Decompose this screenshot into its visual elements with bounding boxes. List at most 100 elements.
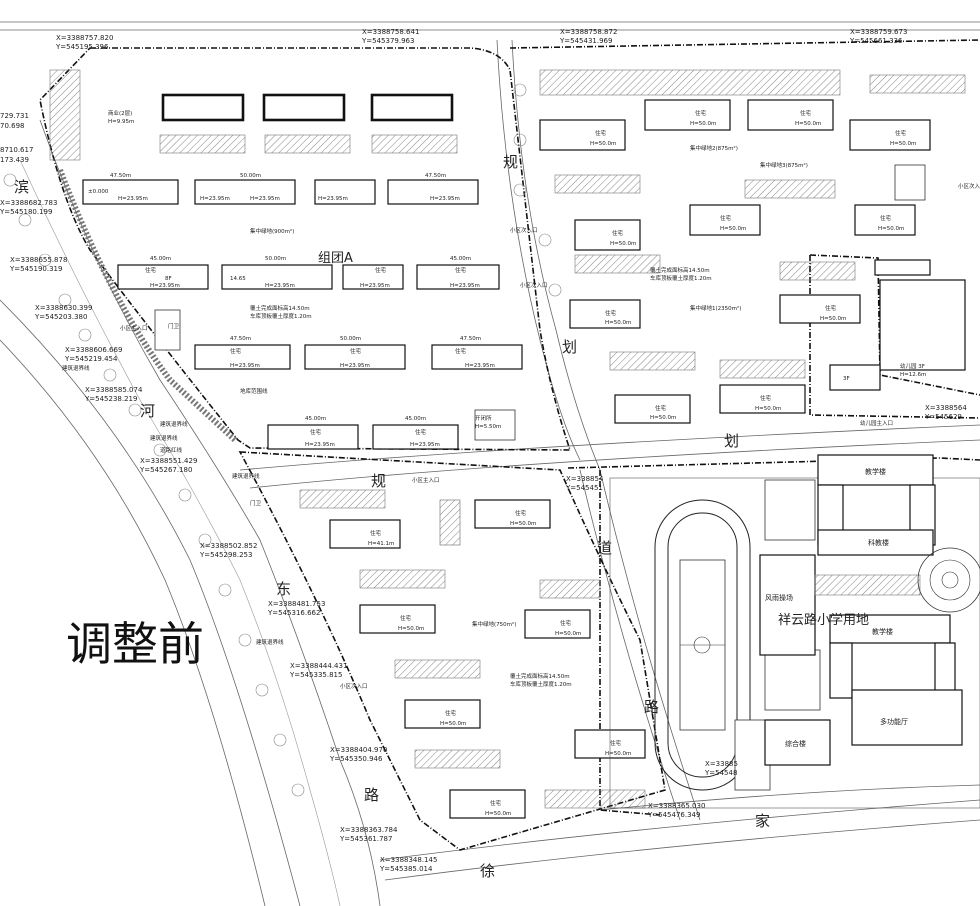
page-title: 调整前 [66, 617, 204, 671]
building-label: 50.00m [240, 173, 261, 179]
road-name: 道 [597, 539, 612, 557]
building-label: 住宅 [610, 739, 622, 747]
coord: Y=545316.662 [267, 609, 320, 617]
label: 建筑退界线 [150, 434, 178, 442]
label: 覆土完成面标高14.50m [250, 304, 310, 312]
coord: X=33885 [705, 760, 738, 768]
coord: Y=545379.963 [361, 37, 414, 45]
road-name: 规 [371, 472, 386, 490]
building-label: 住宅 [560, 619, 572, 627]
building-label: 47.50m [230, 336, 251, 342]
label: 风雨操场 [765, 593, 793, 602]
building-label: H=23.95m [305, 442, 335, 448]
coord: X=3388606.669 [65, 346, 122, 354]
label: 建筑退界线 [62, 364, 90, 372]
coord: X=3388630.399 [35, 304, 92, 312]
label: 教学楼 [865, 467, 886, 476]
building-label: H=23.95m [200, 196, 230, 202]
building-label: H=50.0m [485, 811, 511, 817]
coord: Y=545431.969 [559, 37, 612, 45]
building-label: H=23.95m [410, 442, 440, 448]
road-name: 划 [562, 338, 577, 356]
label: 覆土完成面标高14.50m [650, 266, 710, 274]
building-label: 45.00m [405, 416, 426, 422]
label: 集中绿地(900m²) [250, 227, 294, 235]
coord: Y=545238.219 [84, 395, 137, 403]
road-name: 徐 [480, 862, 495, 880]
coord: X=3388759.673 [850, 28, 907, 36]
building-label: H=50.0m [605, 320, 631, 326]
road-name: 路 [644, 698, 659, 716]
building-label: H=50.0m [820, 316, 846, 322]
coord: Y=545629 [924, 413, 962, 421]
building-label: 住宅 [825, 304, 837, 312]
label: 小区次入口 [958, 182, 980, 190]
building-label: H=23.95m [450, 283, 480, 289]
coord: X=3388758.641 [362, 28, 419, 36]
building-label: 住宅 [400, 614, 412, 622]
building-label: 住宅 [612, 229, 624, 237]
building-label: H=23.95m [250, 196, 280, 202]
coord: Y=545219.454 [64, 355, 118, 363]
building-label: 45.00m [450, 256, 471, 262]
building-label: H=50.0m [440, 721, 466, 727]
coord: X=3388481.753 [268, 600, 325, 608]
building-label: 47.50m [425, 173, 446, 179]
label: H=12.6m [900, 372, 926, 378]
building-label: H=23.95m [318, 196, 348, 202]
building-label: H=23.95m [360, 283, 390, 289]
coord: X=338854 [566, 475, 604, 483]
building-label: 50.00m [265, 256, 286, 262]
label: 地库范围线 [240, 387, 268, 395]
coord: Y=545335.815 [289, 671, 342, 679]
coord: X=3388502.852 [200, 542, 257, 550]
label: 建筑退界线 [256, 638, 284, 646]
building-label: H=23.95m [465, 363, 495, 369]
coord: Y=545451 [565, 484, 603, 492]
building-label: 住宅 [445, 709, 457, 717]
building-label: 14.65 [230, 276, 246, 282]
coord: X=3388363.784 [340, 826, 398, 834]
trees [3, 83, 562, 797]
coord: Y=54548 [704, 769, 737, 777]
label: 开闭所 [475, 414, 492, 422]
label: 门卫 [250, 499, 262, 507]
road-name: 东 [276, 580, 291, 598]
label: 门卫 [168, 322, 180, 330]
coord: Y=545350.946 [329, 755, 383, 763]
label: 商业(2层) [108, 109, 132, 117]
coord: Y=545195.396 [55, 43, 109, 51]
road-name: 家 [755, 812, 770, 830]
label: 小区主入口 [120, 324, 148, 332]
building-label: H=50.0m [398, 626, 424, 632]
coord: Y=545203.380 [34, 313, 87, 321]
building-label: H=23.95m [150, 283, 180, 289]
label: 综合楼 [785, 739, 806, 748]
school [609, 454, 980, 809]
building-label: H=50.0m [605, 751, 631, 757]
label: 教学楼 [872, 627, 893, 636]
building-label: 住宅 [350, 347, 362, 355]
building-label: 住宅 [605, 309, 617, 317]
label: 建筑退界线 [160, 420, 188, 428]
building-label: 住宅 [490, 799, 502, 807]
coord: Y=545267.180 [139, 466, 192, 474]
coord: X=3388655.878 [10, 256, 67, 264]
road-lines [0, 21, 980, 906]
edge-label: 173.439 [0, 156, 29, 164]
building-label: 住宅 [515, 509, 527, 517]
road-name: 滨 [14, 178, 29, 196]
coord: Y=545385.014 [379, 865, 433, 873]
label: H=9.95m [108, 119, 134, 125]
label: 覆土完成面标高14.50m [510, 672, 570, 680]
edge-label: 729.731 [0, 112, 29, 120]
coord: Y=545190.319 [9, 265, 62, 273]
label: 集中绿地(750m²) [472, 620, 516, 628]
road-names: 滨 河 东 路 规 划 规 划 道 路 家 徐 [14, 153, 770, 880]
building-label: H=50.0m [795, 121, 821, 127]
coord: X=3388444.431 [290, 662, 347, 670]
school-label: 祥云路小学用地 [778, 612, 869, 628]
building-label: H=23.95m [430, 196, 460, 202]
group-ne [539, 69, 966, 424]
